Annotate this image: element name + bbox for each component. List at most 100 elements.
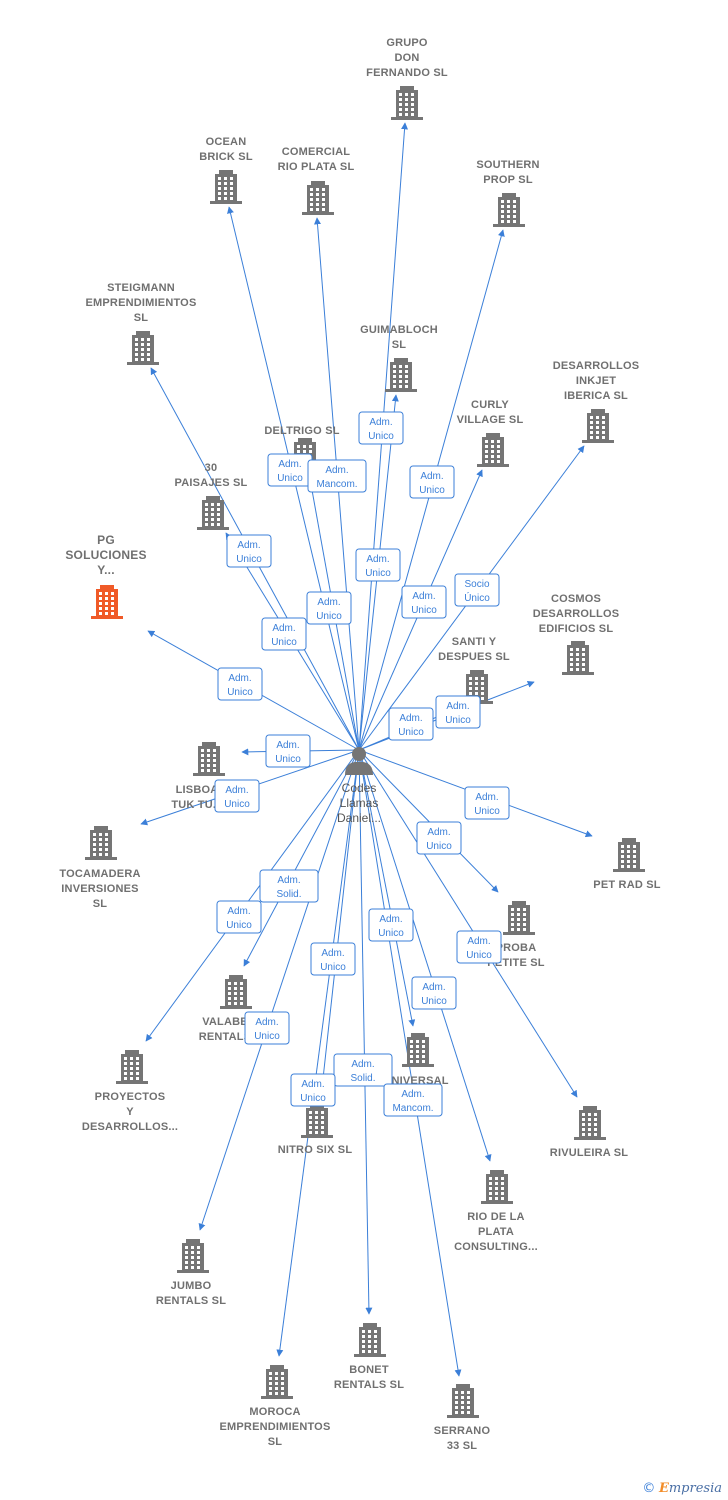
role-badge-proba-petite[interactable]: Adm.Unico bbox=[416, 821, 462, 855]
southern-prop-label-line: SOUTHERN bbox=[476, 159, 539, 171]
role-badge-curly-village[interactable]: Adm. Unico bbox=[401, 585, 447, 619]
steigmann-building-icon[interactable] bbox=[127, 331, 159, 365]
tocamadera-label-line: TOCAMADERA bbox=[59, 868, 140, 880]
role-badge-text: Solid. bbox=[350, 1073, 375, 1084]
cosmos-label-line: EDIFICIOS SL bbox=[539, 623, 614, 635]
role-badge-text: Unico bbox=[271, 637, 297, 648]
ocean-brick-building-icon[interactable] bbox=[210, 170, 242, 204]
center-person-node[interactable]: CodesLlamasDaniel... bbox=[337, 747, 381, 825]
comercial-rio-plata-building-icon[interactable] bbox=[302, 181, 334, 215]
tocamadera-building-icon[interactable] bbox=[85, 826, 117, 860]
role-badge-valabe-rentals[interactable]: Adm.Solid. bbox=[259, 869, 319, 903]
comercial-rio-plata-label-line: COMERCIAL bbox=[282, 146, 350, 158]
lisboa-tuk-label-line: LISBOA bbox=[176, 784, 219, 796]
role-badge-text: Adm. bbox=[412, 591, 435, 602]
role-badge-text: Unico bbox=[411, 605, 437, 616]
tocamadera-label-line: INVERSIONES bbox=[61, 883, 138, 895]
proyectos-desarrollos-label-line: DESARROLLOS... bbox=[82, 1121, 178, 1133]
role-badge-nitro-six[interactable]: Adm.Unico bbox=[310, 942, 356, 976]
empresia-brand[interactable]: © Empresia bbox=[642, 1480, 722, 1496]
role-badge-santi-despues[interactable]: Adm. Unico bbox=[388, 707, 434, 741]
guimabloch-label-line: SL bbox=[392, 339, 407, 351]
lisboa-tuk-label-line: TUK TU... bbox=[171, 799, 222, 811]
role-badge-text: Adm. bbox=[351, 1059, 374, 1070]
jumbo-rentals-building-icon[interactable] bbox=[177, 1239, 209, 1273]
role-badge-text: Adm. bbox=[420, 471, 443, 482]
rivuleira-building-icon[interactable] bbox=[574, 1106, 606, 1140]
role-badge-text: Unico bbox=[365, 568, 391, 579]
role-badge-ocean-brick[interactable]: Adm.Unico bbox=[267, 453, 313, 487]
role-badge-text: Adm. bbox=[446, 701, 469, 712]
moroca-building-icon[interactable] bbox=[261, 1365, 293, 1399]
role-badge-tocamadera[interactable]: Adm.Unico bbox=[214, 779, 260, 813]
serrano-33-building-icon[interactable] bbox=[447, 1384, 479, 1418]
role-badge-text: Unico bbox=[474, 806, 500, 817]
universal-building-icon[interactable] bbox=[402, 1033, 434, 1067]
role-badge-jumbo-rentals[interactable]: Adm.Unico bbox=[244, 1011, 290, 1045]
role-badge-text: Adm. bbox=[276, 740, 299, 751]
role-badge-guimabloch[interactable]: Adm.Unico bbox=[355, 548, 401, 582]
brand-first-letter: E bbox=[658, 1481, 669, 1496]
role-badge-text: Adm. bbox=[321, 948, 344, 959]
role-badge-comercial-rio-plata[interactable]: Adm.Mancom. bbox=[307, 459, 367, 493]
30-paisajes-building-icon[interactable] bbox=[197, 496, 229, 530]
lisboa-tuk-building-icon[interactable] bbox=[193, 742, 225, 776]
proyectos-desarrollos-building-icon[interactable] bbox=[116, 1050, 148, 1084]
grupo-don-fernando-building-icon[interactable] bbox=[391, 86, 423, 120]
proba-petite-building-icon[interactable] bbox=[503, 901, 535, 935]
guimabloch-building-icon[interactable] bbox=[385, 358, 417, 392]
role-badge-southern-prop[interactable]: Adm.Unico bbox=[409, 465, 455, 499]
role-badge-proyectos-desarrollos[interactable]: Adm.Unico bbox=[216, 900, 262, 934]
tocamadera-label-line: SL bbox=[93, 898, 108, 910]
role-badge-text: Unico bbox=[226, 920, 252, 931]
role-badge-lisboa-tuk[interactable]: Adm. Unico bbox=[265, 734, 311, 768]
role-badge-rivuleira[interactable]: Adm.Unico bbox=[456, 930, 502, 964]
jumbo-rentals-label-line: JUMBO bbox=[171, 1280, 212, 1292]
edge-to-rio-de-la-plata bbox=[358, 749, 492, 1162]
role-badge-text: Unico bbox=[421, 996, 447, 1007]
role-badge-text: Adm. bbox=[399, 713, 422, 724]
role-badge-universal[interactable]: Adm.Unico bbox=[368, 908, 414, 942]
role-badge-pg-soluciones[interactable]: Adm. Unico bbox=[217, 667, 263, 701]
role-badge-bonet-rentals[interactable]: Adm. Solid. bbox=[333, 1053, 393, 1087]
southern-prop-building-icon[interactable] bbox=[493, 193, 525, 227]
moroca-label-line: EMPRENDIMIENTOS bbox=[220, 1421, 331, 1433]
desarrollos-inkjet-building-icon[interactable] bbox=[582, 409, 614, 443]
role-badge-text: Unico bbox=[466, 950, 492, 961]
curly-village-building-icon[interactable] bbox=[477, 433, 509, 467]
role-badge-text: Unico bbox=[224, 799, 250, 810]
role-badge-text: Mancom. bbox=[392, 1103, 433, 1114]
role-badge-steigmann[interactable]: Adm.Unico bbox=[226, 534, 272, 568]
pet-rad-building-icon[interactable] bbox=[613, 838, 645, 872]
role-badge-text: Adm. bbox=[237, 540, 260, 551]
cosmos-building-icon[interactable] bbox=[562, 641, 594, 675]
role-badge-moroca[interactable]: Adm.Unico bbox=[290, 1073, 336, 1107]
role-badge-30-paisajes[interactable]: Adm.Unico bbox=[261, 617, 307, 651]
comercial-rio-plata-label-line: RIO PLATA SL bbox=[278, 161, 355, 173]
role-badge-grupo-don-fernando[interactable]: Adm.Unico bbox=[358, 411, 404, 445]
rio-de-la-plata-building-icon[interactable] bbox=[481, 1170, 513, 1204]
person-icon[interactable] bbox=[345, 747, 373, 775]
edge-to-proyectos-desarrollos bbox=[145, 749, 360, 1042]
role-badge-text: Unico bbox=[227, 687, 253, 698]
role-badge-text: Adm. bbox=[228, 673, 251, 684]
role-badge-text: Unico bbox=[398, 727, 424, 738]
pg-soluciones-building-icon[interactable] bbox=[91, 585, 123, 619]
role-badge-text: Unico bbox=[275, 754, 301, 765]
person-name-line: Llamas bbox=[340, 796, 379, 810]
role-badge-cosmos[interactable]: Adm.Unico bbox=[435, 695, 481, 729]
role-badge-text: Unico bbox=[277, 473, 303, 484]
role-badge-deltrigo[interactable]: Adm.Unico bbox=[306, 591, 352, 625]
bonet-rentals-building-icon[interactable] bbox=[354, 1323, 386, 1357]
guimabloch-label-line: GUIMABLOCH bbox=[360, 324, 438, 336]
valabe-rentals-building-icon[interactable] bbox=[220, 975, 252, 1009]
bonet-rentals-label-line: BONET bbox=[349, 1364, 389, 1376]
nitro-six-building-icon[interactable] bbox=[301, 1104, 333, 1138]
role-badge-serrano-33[interactable]: Adm.Mancom. bbox=[383, 1083, 443, 1117]
santi-despues-label-line: DESPUES SL bbox=[438, 651, 510, 663]
role-badge-pet-rad[interactable]: Adm.Unico bbox=[464, 786, 510, 820]
steigmann-label-line: STEIGMANN bbox=[107, 282, 175, 294]
role-badge-rio-de-la-plata[interactable]: Adm.Unico bbox=[411, 976, 457, 1010]
